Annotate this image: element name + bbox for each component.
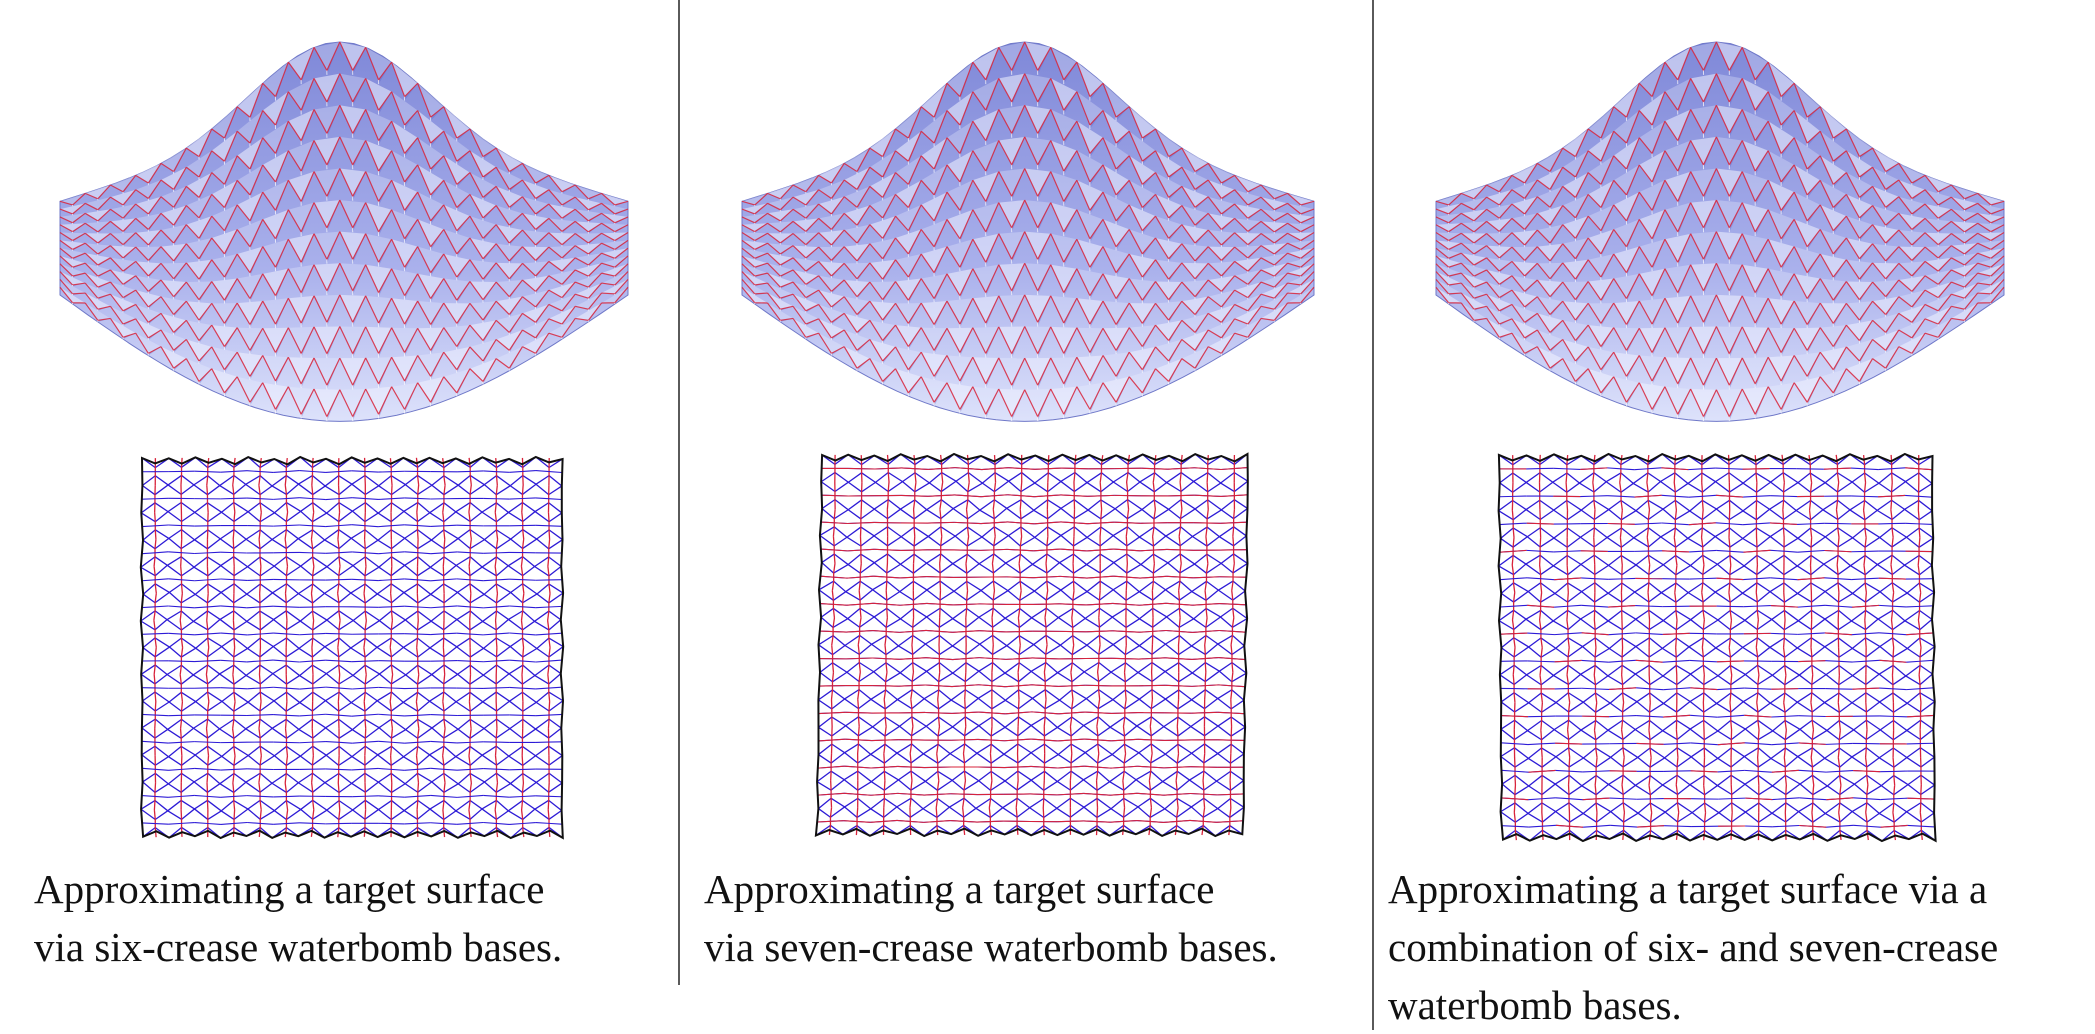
surface-3d <box>60 42 628 421</box>
crease-pattern <box>1499 454 1936 841</box>
panel-figure <box>0 0 677 850</box>
panel-figure <box>1376 0 2095 850</box>
panel-figure <box>682 0 1371 850</box>
figure-caption: Approximating a target surface via a com… <box>1388 860 2093 1034</box>
figure-caption: Approximating a target surface via seven… <box>704 860 1369 976</box>
figure-panel-seven-crease: Approximating a target surface via seven… <box>682 0 1371 1030</box>
surface-3d <box>742 42 1314 421</box>
panel-divider <box>678 0 680 985</box>
surface-3d <box>1436 42 2004 421</box>
panel-divider <box>1372 0 1374 1030</box>
figure-panel-six-crease: Approximating a target surface via six-c… <box>0 0 677 1030</box>
figure-caption: Approximating a target surface via six-c… <box>34 860 674 976</box>
crease-pattern <box>141 457 563 838</box>
figure-panel-combination: Approximating a target surface via a com… <box>1376 0 2095 1030</box>
crease-pattern <box>816 454 1248 836</box>
